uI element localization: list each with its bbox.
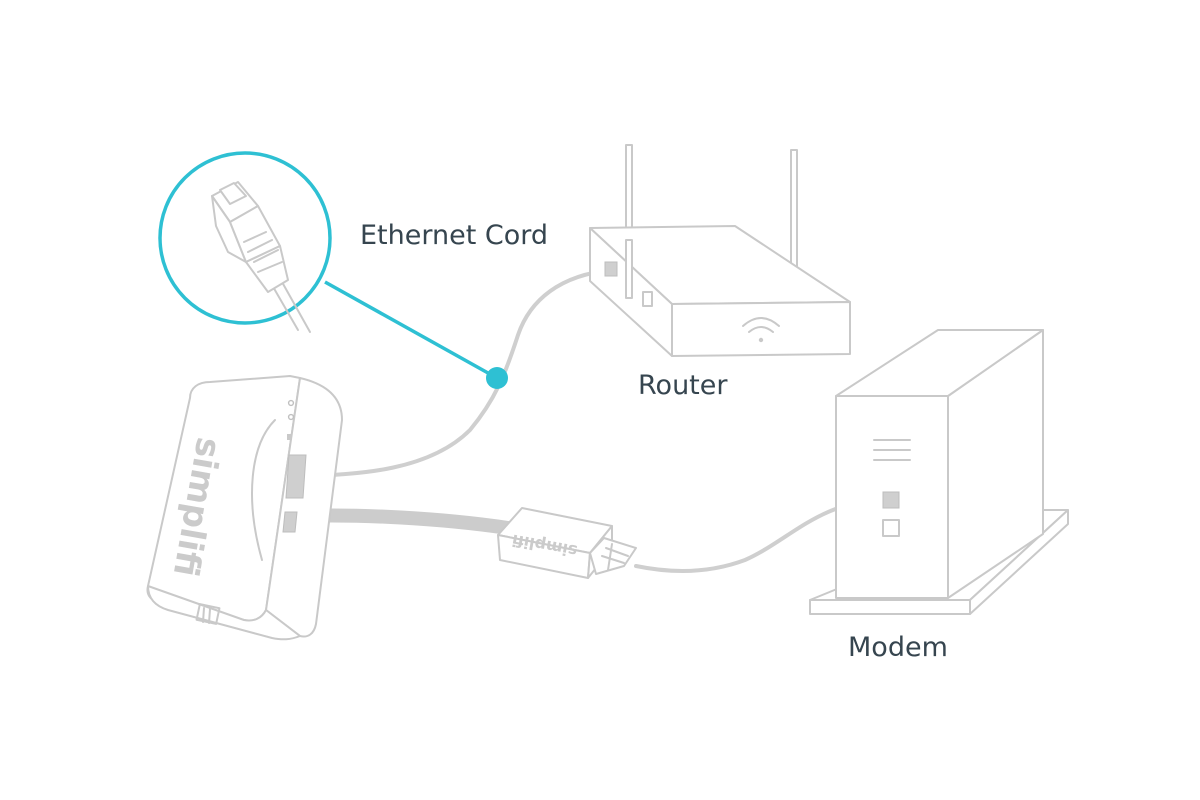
router-front-face bbox=[671, 301, 851, 357]
router-port-2 bbox=[642, 291, 653, 307]
modem-device bbox=[809, 329, 1069, 615]
adapter-rj45-plug bbox=[589, 537, 637, 575]
modem-base-front bbox=[809, 599, 971, 615]
hub-ethernet-port bbox=[285, 454, 307, 499]
adapter-device: simplifi bbox=[497, 507, 637, 579]
hub-led bbox=[287, 413, 295, 421]
ethernet-cable-router-to-hub bbox=[300, 268, 614, 478]
ethernet-plug-icon bbox=[211, 181, 311, 333]
hub-right-face bbox=[265, 377, 343, 638]
callout-marker-dot bbox=[486, 367, 508, 389]
hub-usb-port bbox=[282, 511, 298, 533]
modem-ethernet-port bbox=[882, 491, 900, 509]
ethernet-cord-label: Ethernet Cord bbox=[360, 220, 548, 251]
callout-connector-line bbox=[324, 280, 498, 380]
router-label: Router bbox=[638, 370, 728, 401]
power-cable bbox=[293, 508, 515, 535]
router-antenna-right bbox=[790, 149, 798, 269]
hub-bottom-face bbox=[147, 585, 301, 641]
wifi-icon bbox=[742, 317, 780, 343]
router-device bbox=[589, 144, 851, 357]
hub-recess-curve bbox=[251, 419, 276, 561]
hub-led bbox=[287, 399, 295, 407]
modem-port-2 bbox=[882, 519, 900, 537]
hub-bottom-logo-icon bbox=[195, 603, 221, 625]
hub-device: simplifi bbox=[146, 375, 343, 641]
router-antenna-left-front bbox=[625, 239, 633, 299]
router-ethernet-port bbox=[604, 261, 618, 277]
modem-label: Modem bbox=[848, 632, 948, 663]
hub-button bbox=[287, 434, 292, 440]
